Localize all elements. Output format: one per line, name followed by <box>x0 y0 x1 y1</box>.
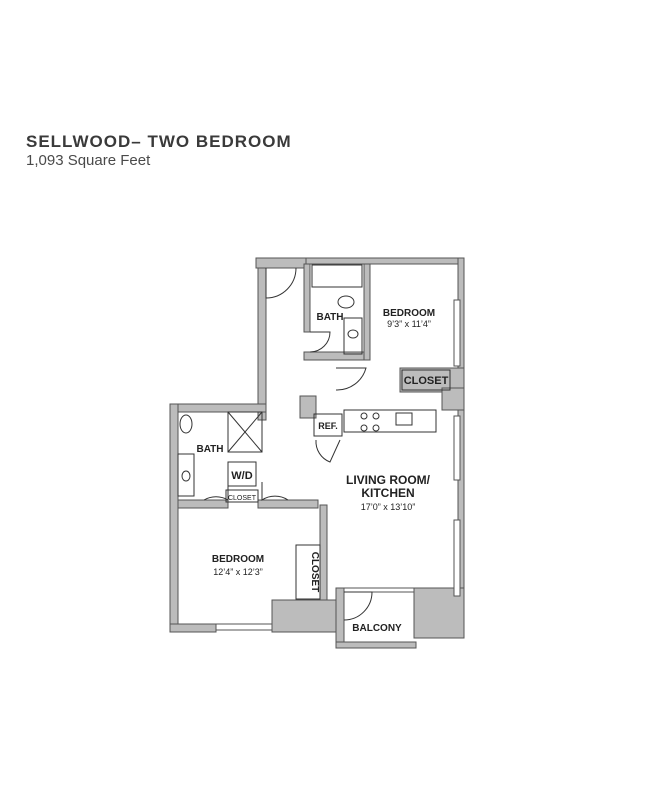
tub-top <box>311 264 363 288</box>
bath-top-label: BATH <box>316 312 343 323</box>
closet-top-box <box>401 369 451 391</box>
bedroom-top-name: BEDROOM <box>383 308 435 319</box>
plan-title: SELLWOOD– TWO BEDROOM <box>26 132 292 151</box>
ref-box <box>313 413 343 437</box>
toilet-left-icon <box>179 414 193 434</box>
closet-small-label: CLOSET <box>228 495 257 502</box>
closet-top-label: CLOSET <box>404 375 449 387</box>
sink-top-icon <box>347 329 359 339</box>
walls <box>169 257 465 649</box>
living-name-line1: LIVING ROOM/ <box>346 473 431 487</box>
wd-label: W/D <box>231 470 252 482</box>
bedroom-left-name: BEDROOM <box>212 554 264 565</box>
balcony-label: BALCONY <box>352 623 402 634</box>
door-swings <box>203 267 373 621</box>
bedroom-left-dims: 12’4” x 12’3” <box>213 567 263 577</box>
living-name-line2: KITCHEN <box>361 486 414 500</box>
closet-small-box <box>225 489 259 503</box>
room-labels: BEDROOM 9’3” x 11’4” BATH CLOSET REF. BA… <box>196 308 448 634</box>
shower-left <box>227 411 263 453</box>
square-footage: 1,093 Square Feet <box>26 152 151 169</box>
bedroom-top-dims: 9’3” x 11’4” <box>387 319 431 329</box>
ref-label: REF. <box>318 421 338 431</box>
closet-left-label: CLOSET <box>309 552 320 593</box>
counter <box>343 409 437 433</box>
living-dims: 17’0” x 13’10” <box>361 502 416 512</box>
closet-left-box <box>295 544 321 600</box>
toilet-top-icon <box>337 295 355 309</box>
wd-box <box>227 461 257 487</box>
sink-left-icon <box>181 470 191 482</box>
bath-left-label: BATH <box>196 444 223 455</box>
fixtures <box>177 264 451 600</box>
windows <box>215 299 461 631</box>
